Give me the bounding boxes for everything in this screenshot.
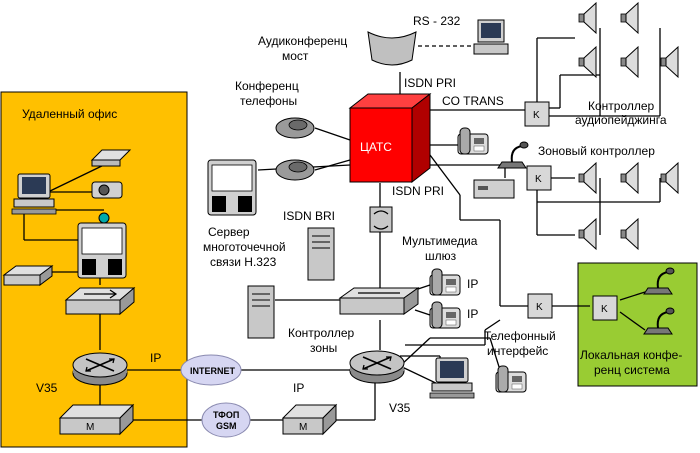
speaker-icon xyxy=(620,218,639,250)
paging-controller-label: Контроллер xyxy=(588,99,655,113)
main-modem-m-box xyxy=(281,403,338,436)
workstation-icon xyxy=(429,357,475,399)
tel-if-k-label: K xyxy=(536,302,543,313)
zone-router-icon xyxy=(349,350,405,384)
zone-mic-icon xyxy=(497,141,529,169)
isdn-pri-mid-label: ISDN PRI xyxy=(392,184,444,198)
paging-controller-label-2: аудиопейджинга xyxy=(575,113,667,127)
telephone-interface-label-2: интерфейс xyxy=(487,344,548,358)
v35-bottom-label: V35 xyxy=(389,401,411,415)
audio-bridge-icon xyxy=(367,31,417,66)
isdn-pri-top-label: ISDN PRI xyxy=(404,76,456,90)
mcu-label-3: связи Н.323 xyxy=(210,255,277,269)
remote-office-label: Удаленный офис xyxy=(22,107,117,121)
pbx-label: ЦАТС xyxy=(360,140,392,154)
remote-modem-icon xyxy=(2,265,54,286)
speaker-icon xyxy=(578,46,597,78)
gateway-label-2: шлюз xyxy=(425,249,457,263)
scanner-icon xyxy=(90,149,132,167)
telephone-interface-label: Телефонный xyxy=(484,329,556,343)
local-conf-label: Локальная конфе- xyxy=(580,348,682,362)
ip-phone-label-1: IP xyxy=(467,277,478,291)
remote-video-terminal-icon xyxy=(77,212,127,279)
speaker-icon xyxy=(660,46,679,78)
pstn-cloud xyxy=(201,402,251,438)
remote-modem-m-box xyxy=(58,403,135,436)
audio-bridge-label: Аудиконференц xyxy=(258,34,347,48)
conference-phone-icon xyxy=(275,117,315,139)
ip-phone-icon xyxy=(429,268,461,296)
remote-m-label: M xyxy=(86,422,94,433)
speaker-icon xyxy=(578,162,597,194)
mcu-label-2: многоточечной xyxy=(203,240,286,254)
paging-k-label: K xyxy=(533,110,540,121)
gsm-label: GSM xyxy=(216,421,237,431)
speaker-icon xyxy=(620,2,639,34)
co-trans-label: CO TRANS xyxy=(442,94,504,108)
mcu-label: Сервер xyxy=(208,225,250,239)
rs232-label: RS - 232 xyxy=(413,14,461,28)
mcu-server-icon xyxy=(307,227,335,281)
zone-controller-label: Контроллер xyxy=(288,326,355,340)
video-terminal-icon xyxy=(207,159,257,216)
speaker-icon xyxy=(578,218,597,250)
pbx-cube xyxy=(348,92,432,184)
amplifier-icon xyxy=(473,179,515,199)
remote-router-icon xyxy=(72,352,128,386)
local-conf-label-2: ренц система xyxy=(594,363,670,377)
speaker-icon xyxy=(620,46,639,78)
remote-switch-icon xyxy=(64,286,136,316)
internet-label: INTERNET xyxy=(190,366,236,376)
zone-controller-top-label: Зоновый контроллер xyxy=(538,144,655,158)
ip-phone-label-2: IP xyxy=(467,307,478,321)
zone-controller-label-2: зоны xyxy=(310,341,337,355)
speaker-icon xyxy=(578,2,597,34)
ip-left-label: IP xyxy=(150,351,161,365)
zone-server-icon xyxy=(247,285,275,339)
central-switch-icon xyxy=(338,287,420,315)
zone-k-label: K xyxy=(535,174,542,185)
desk-phone-icon xyxy=(495,365,527,393)
desk-phone-icon xyxy=(457,127,489,155)
speaker-icon xyxy=(620,162,639,194)
pstn-label: ТФОП xyxy=(213,410,239,420)
projector-icon xyxy=(91,181,123,199)
v35-left-label: V35 xyxy=(36,381,58,395)
rs232-pc-icon xyxy=(473,19,509,55)
conf-phones-label: Конференц xyxy=(235,79,299,93)
conf-phones-label-2: телефоны xyxy=(240,94,297,108)
ip-phone-icon xyxy=(429,301,461,329)
local-k-label: K xyxy=(601,304,608,315)
internet-cloud xyxy=(180,354,242,386)
main-m-label: M xyxy=(299,422,307,433)
isdn-bri-label: ISDN BRI xyxy=(283,209,335,223)
multimedia-gateway-icon xyxy=(369,206,393,233)
conference-phone-icon xyxy=(275,159,315,181)
gateway-label: Мультимедиа xyxy=(402,234,478,248)
audio-bridge-label-2: мост xyxy=(282,49,309,63)
ip-bottom-label: IP xyxy=(293,381,304,395)
speaker-icon xyxy=(660,162,679,194)
